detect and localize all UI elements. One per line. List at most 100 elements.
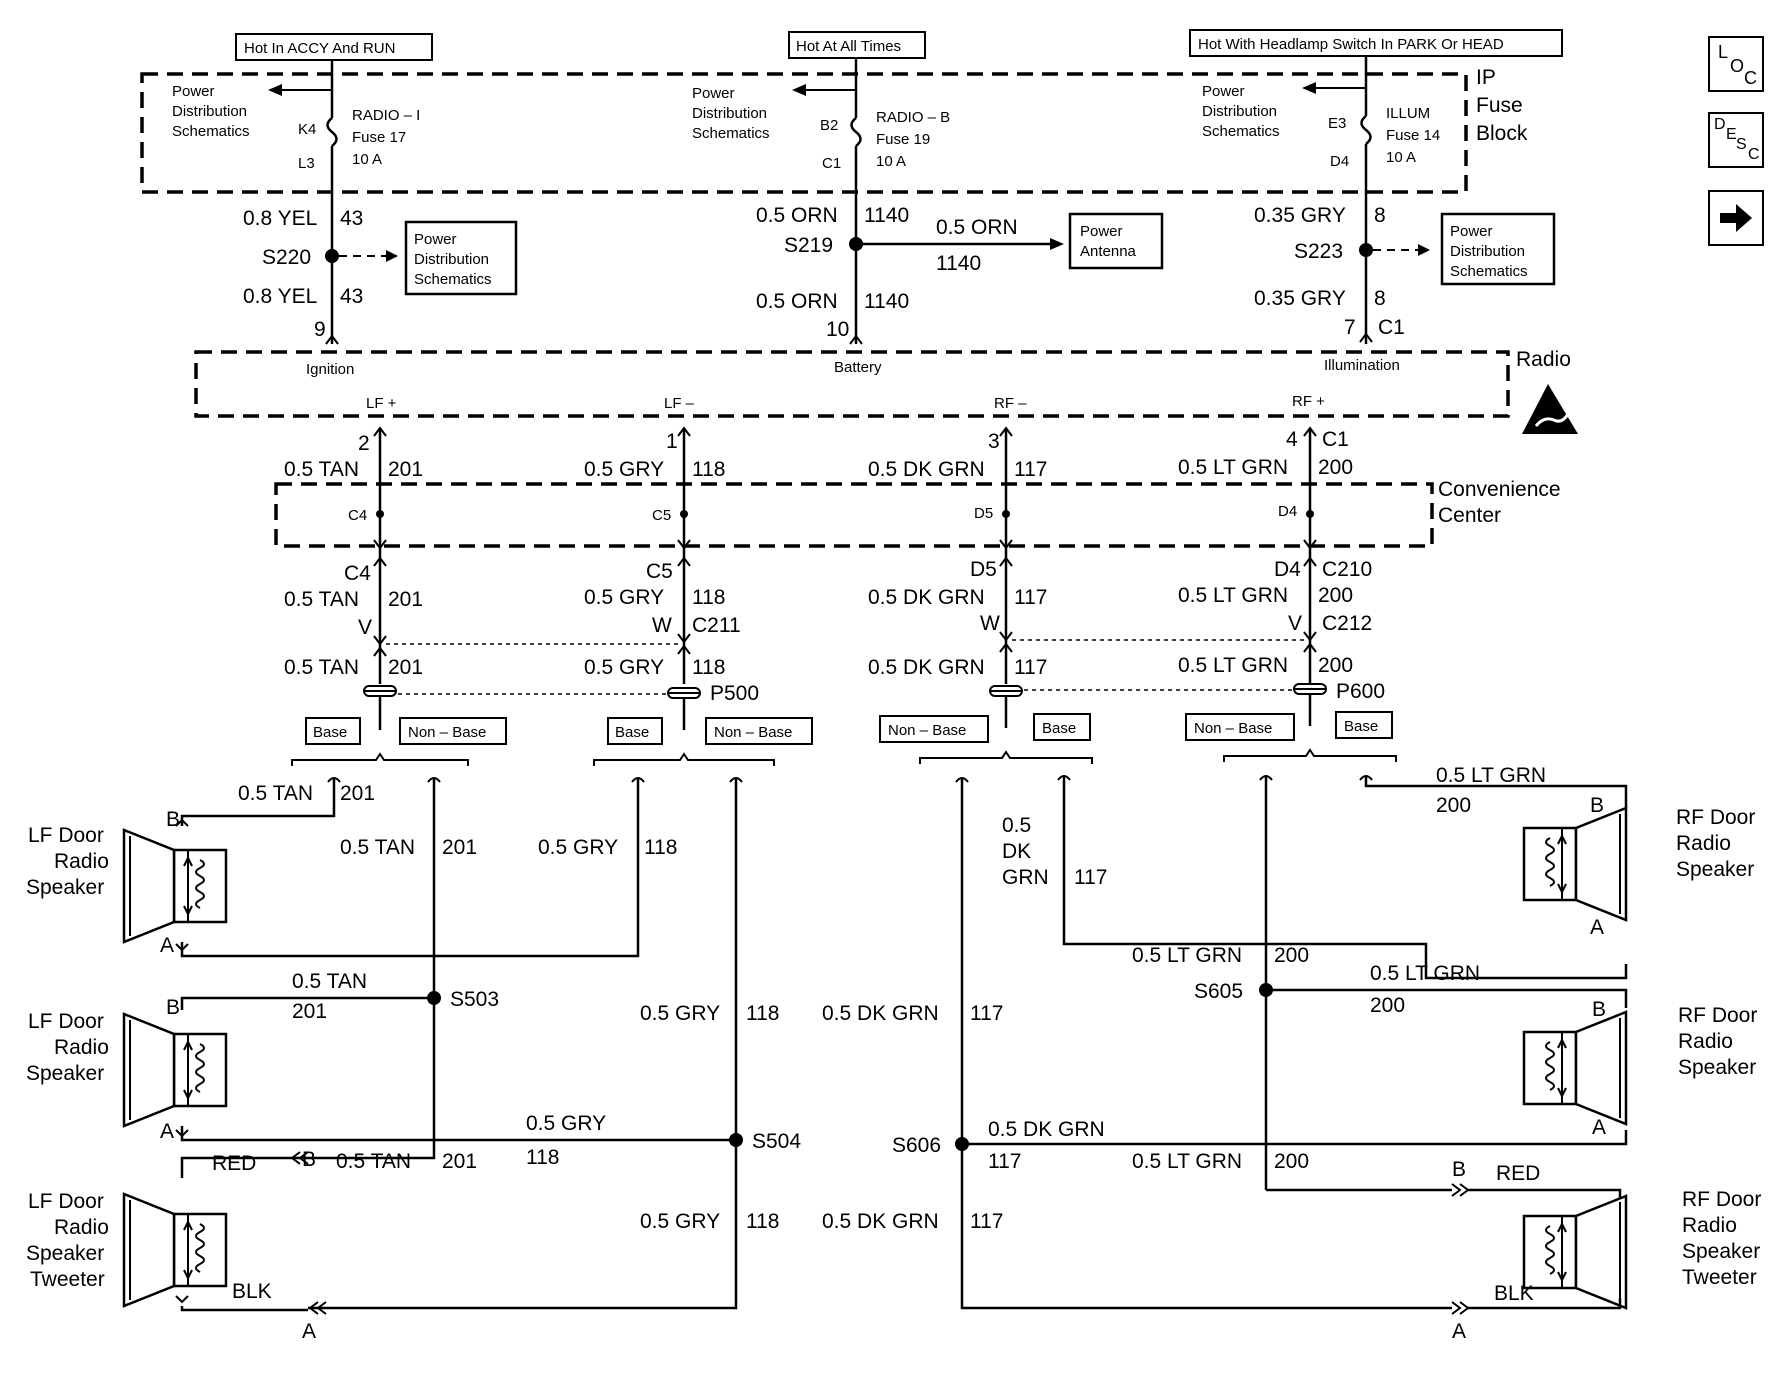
circuit-117-label-3: 117: [1014, 656, 1047, 679]
svg-text:Speaker: Speaker: [26, 1242, 104, 1265]
svg-text:Speaker: Speaker: [26, 1062, 104, 1085]
radio-pin-7: 7: [1344, 316, 1356, 339]
svg-text:RF Door: RF Door: [1676, 806, 1755, 829]
svg-text:Radio: Radio: [54, 850, 109, 873]
location-button-letter-c: C: [1744, 68, 1757, 88]
pds-label-2a: Power: [692, 85, 735, 102]
splice-s223-label: S223: [1294, 240, 1343, 263]
svg-text:Base: Base: [313, 724, 347, 741]
next-page-button[interactable]: [1708, 190, 1764, 246]
wire-tan-label-1: 0.5 TAN: [284, 458, 359, 481]
wire-label-gry-bottom: 0.35 GRY: [1254, 287, 1346, 310]
pds-box-s220-line-3: Schematics: [414, 271, 492, 288]
wire-ltgrn-label-4: 0.5 LT GRN: [1436, 764, 1546, 787]
rf-speaker-1-pin-a: A: [1590, 916, 1604, 939]
svg-text:0.5: 0.5: [1002, 814, 1031, 837]
lf-speaker-1-pin-a: A: [160, 934, 174, 957]
tweeter-rf-pin-a: A: [1452, 1320, 1466, 1343]
tweeter-lf-blk-label: BLK: [232, 1280, 272, 1303]
rf-door-speaker-2-label: RF Door Radio Speaker: [1678, 1004, 1757, 1079]
lf-speaker-2-pin-b: B: [166, 996, 180, 1019]
tweeter-lf-red-label: RED: [212, 1152, 256, 1175]
wire-gry-label-5: 0.5 GRY: [526, 1112, 606, 1135]
ip-fuse-block-title-2: Fuse: [1476, 94, 1523, 117]
location-button[interactable]: L O C: [1708, 36, 1764, 92]
splice-s220-label: S220: [262, 246, 311, 269]
svg-text:D4: D4: [1274, 558, 1301, 581]
circuit-118-label-3: 118: [692, 656, 725, 679]
arrow-right-icon: [386, 250, 398, 262]
wire-dkgrn-label-6: 0.5 DK GRN: [988, 1118, 1105, 1141]
header-accy-run-label: Hot In ACCY And RUN: [244, 40, 395, 57]
pds-box-s223-line-1: Power: [1450, 223, 1493, 240]
svg-text:Speaker: Speaker: [1676, 858, 1754, 881]
arrow-left-icon: [792, 84, 806, 96]
svg-text:Radio: Radio: [1682, 1214, 1737, 1237]
pds-label-3a: Power: [1202, 83, 1245, 100]
fuse-17-number: Fuse 17: [352, 129, 406, 146]
convenience-center-outline: [274, 482, 1434, 548]
wire-label-orn-antenna: 0.5 ORN: [936, 216, 1018, 239]
convenience-outputs: C4 C5 D5 D4 C210: [344, 558, 1372, 585]
wire-dkgrn-label-5: 0.5 DK GRN: [822, 1002, 939, 1025]
circuit-1140-antenna: 1140: [936, 252, 981, 275]
circuit-117-label-7: 117: [970, 1210, 1003, 1233]
circuit-201-label-6: 201: [292, 1000, 327, 1023]
radio-battery-label: Battery: [834, 359, 882, 376]
fuse-19-out-pin: C1: [822, 155, 841, 172]
wire-dkgrn-label-7: 0.5 DK GRN: [822, 1210, 939, 1233]
fuse-19-name: RADIO – B: [876, 109, 950, 126]
wire-gry-label-3: 0.5 GRY: [584, 656, 664, 679]
radio-output-pins: 2 1 3 4 C1: [358, 428, 1349, 455]
tweeter-lf-pin-b: B: [302, 1148, 316, 1171]
location-button-letter-l: L: [1718, 42, 1729, 62]
power-antenna-label-2: Antenna: [1080, 243, 1137, 260]
rf-tweeter-icon: [1522, 1194, 1628, 1310]
rf-speaker-1-pin-b: B: [1590, 794, 1604, 817]
circuit-118-label-1: 118: [692, 458, 725, 481]
power-antenna-box: [1068, 212, 1164, 270]
description-button-letter-s: S: [1736, 136, 1747, 153]
pds-box-s223-line-2: Distribution: [1450, 243, 1525, 260]
rf-tweeter-label: RF Door Radio Speaker Tweeter: [1682, 1188, 1761, 1289]
lf-door-speaker-2-label: LF Door Radio Speaker: [26, 1010, 109, 1085]
svg-text:3: 3: [988, 430, 1000, 453]
circuit-117-label-4: 117: [1074, 866, 1107, 889]
svg-text:V: V: [1288, 612, 1302, 635]
radio-connector-c1-top: C1: [1378, 316, 1405, 339]
svg-text:W: W: [980, 612, 1000, 635]
description-button[interactable]: D E S C: [1708, 112, 1764, 168]
svg-text:Tweeter: Tweeter: [1682, 1266, 1757, 1289]
svg-text:LF Door: LF Door: [28, 1010, 104, 1033]
lf-speaker-2-pin-a: A: [160, 1120, 174, 1143]
wire-dkgrn-stacked-label: 0.5 DK GRN: [1002, 814, 1049, 889]
circuit-118-label-2: 118: [692, 586, 725, 609]
svg-text:W: W: [652, 614, 672, 637]
svg-text:C1: C1: [1322, 428, 1349, 451]
pds-box-s223: [1440, 212, 1556, 286]
circuit-201-label-2: 201: [388, 588, 423, 611]
rf-speaker-2-pin-a: A: [1592, 1116, 1606, 1139]
lf-speaker-1-pin-b: B: [166, 808, 180, 831]
lf-door-speaker-1-label: LF Door Radio Speaker: [26, 824, 109, 899]
fuse-14-icon: [1360, 114, 1372, 146]
rf-door-speaker-1-label: RF Door Radio Speaker: [1676, 806, 1755, 881]
svg-text:D5: D5: [974, 505, 993, 522]
option-p600-label: P600: [1336, 680, 1385, 703]
circuit-117-label-2: 117: [1014, 586, 1047, 609]
svg-text:Base: Base: [1042, 720, 1076, 737]
svg-text:Radio: Radio: [1676, 832, 1731, 855]
svg-text:LF Door: LF Door: [28, 1190, 104, 1213]
option-p500-label: P500: [710, 682, 759, 705]
ip-fuse-block-title-1: IP: [1476, 66, 1496, 89]
pds-box-s220-line-1: Power: [414, 231, 457, 248]
location-button-letter-o: O: [1730, 56, 1745, 76]
radio-ignition-label: Ignition: [306, 361, 354, 378]
radio-illumination-label: Illumination: [1324, 357, 1400, 374]
wire-tan-label-6: 0.5 TAN: [292, 970, 367, 993]
rf-door-speaker-1-icon: [1522, 806, 1628, 922]
description-button-letter-c: C: [1748, 146, 1760, 163]
splice-s223-dot: [1359, 243, 1373, 257]
svg-text:D5: D5: [970, 558, 997, 581]
svg-text:4: 4: [1286, 428, 1298, 451]
